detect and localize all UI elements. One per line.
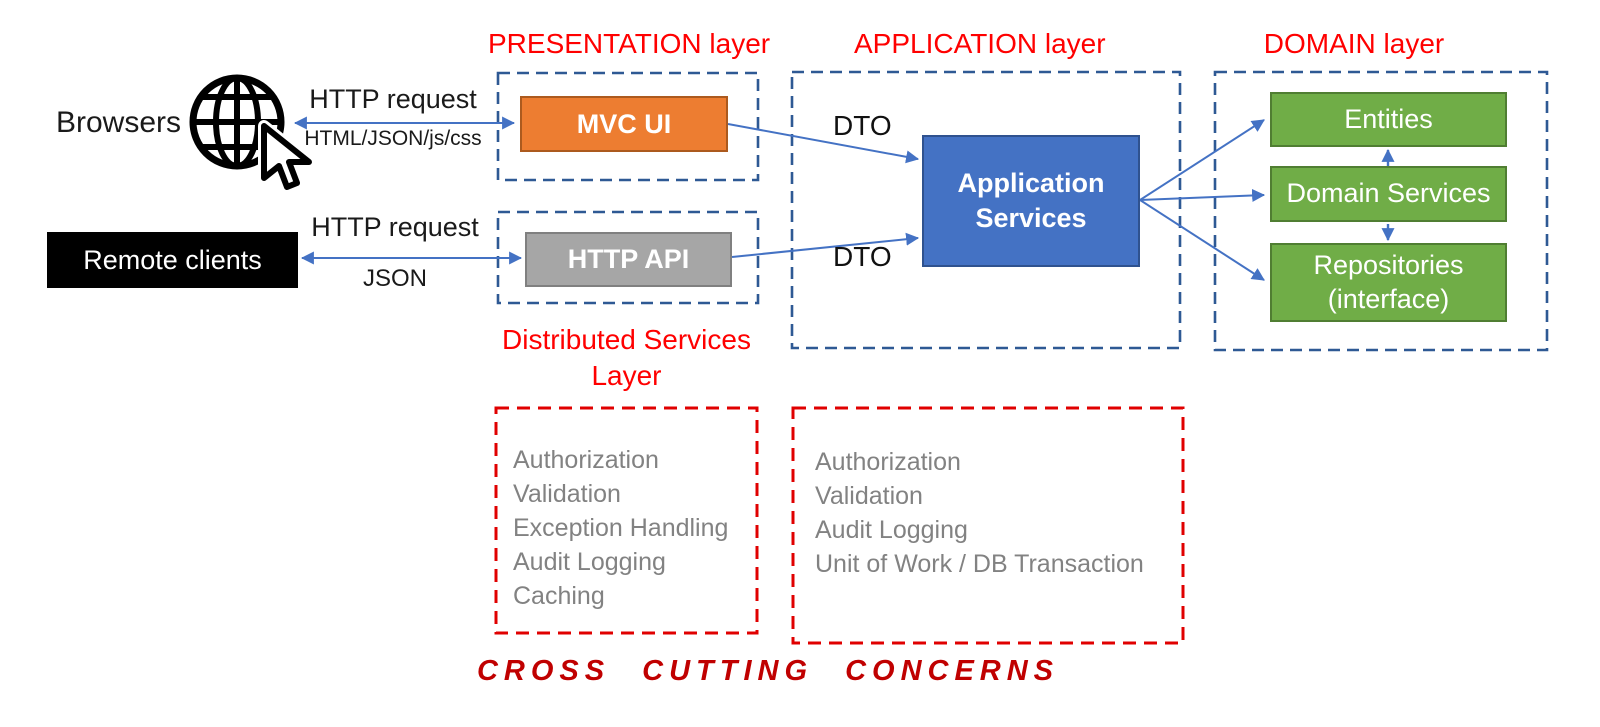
- repositories-box: Repositories (interface): [1270, 243, 1507, 322]
- concern-item: Audit Logging: [815, 516, 968, 544]
- concern-item: Validation: [513, 480, 621, 508]
- appservices-to-domainservices-arrow: [1139, 188, 1266, 202]
- dto-label-bottom: DTO: [833, 241, 892, 272]
- presentation-layer-title: PRESENTATION layer: [488, 28, 771, 59]
- mvc-ui-box: MVC UI: [520, 96, 728, 152]
- distributed-services-layer-title: Distributed Services Layer: [496, 322, 757, 394]
- dto-label-top: DTO: [833, 110, 892, 141]
- globe-icon: [189, 74, 315, 193]
- remote-clients-box: Remote clients: [47, 232, 298, 288]
- concern-item: Exception Handling: [513, 514, 729, 542]
- browsers-label: Browsers: [56, 106, 182, 139]
- distributed-services-title-line2: Layer: [591, 360, 662, 391]
- appservices-to-repositories-arrow: [1139, 199, 1265, 281]
- concern-item: Authorization: [513, 446, 659, 474]
- distributed-services-title-line1: Distributed Services: [502, 324, 751, 355]
- concern-item: Authorization: [815, 448, 961, 476]
- cross-cutting-caption: CROSS CUTTING CONCERNS: [476, 655, 1060, 687]
- application-services-box: Application Services: [922, 135, 1140, 267]
- distributed-concerns-list: Authorization Validation Exception Handl…: [513, 443, 728, 613]
- concern-item: Audit Logging: [513, 548, 666, 576]
- domain-layer-title: DOMAIN layer: [1263, 28, 1445, 59]
- http-api-box: HTTP API: [525, 232, 732, 287]
- browser-arrow-top-label: HTTP request: [309, 84, 477, 114]
- concern-item: Validation: [815, 482, 923, 510]
- browser-arrow-bottom-label: HTML/JSON/js/css: [304, 127, 482, 150]
- concern-item: Caching: [513, 582, 605, 610]
- domain-services-box: Domain Services: [1270, 166, 1507, 222]
- remote-arrow-top-label: HTTP request: [311, 212, 479, 242]
- application-layer-title: APPLICATION layer: [854, 28, 1106, 59]
- appservices-to-entities-arrow: [1139, 119, 1265, 201]
- entities-box: Entities: [1270, 92, 1507, 147]
- application-concerns-list: Authorization Validation Audit Logging U…: [815, 445, 1144, 581]
- concern-item: Unit of Work / DB Transaction: [815, 550, 1144, 578]
- remote-arrow-bottom-label: JSON: [362, 265, 427, 292]
